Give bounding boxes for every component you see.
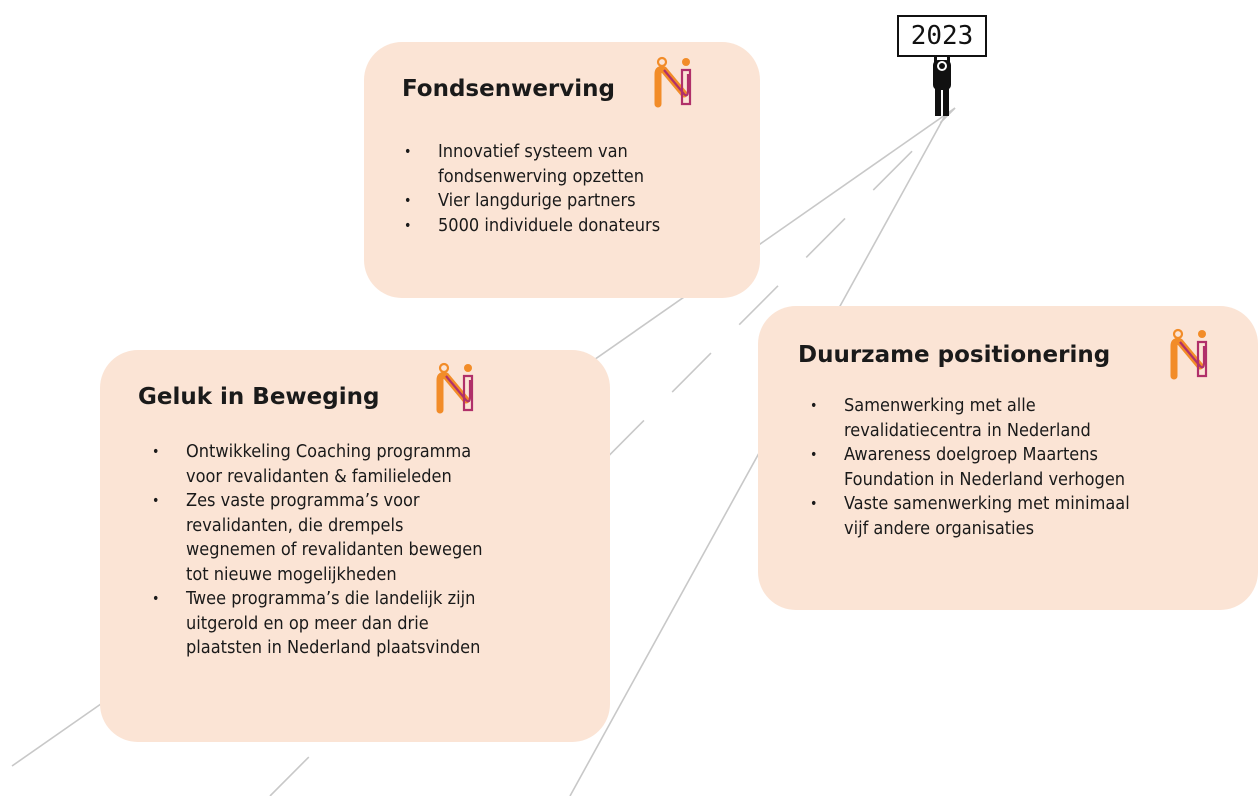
year-sign: 2023 — [897, 15, 987, 57]
logo-m-icon — [1170, 328, 1208, 380]
logo-m-icon — [654, 56, 692, 108]
logo-m-icon — [436, 362, 474, 414]
card-title: Fondsenwerving — [402, 76, 615, 102]
person-holding-sign-icon — [933, 52, 951, 116]
card-title: Duurzame positionering — [798, 342, 1111, 368]
card-geluk-in-beweging: Geluk in Beweging •Ontwikkeling Coaching… — [100, 350, 610, 742]
list-item: •Vier langdurige partners — [404, 190, 636, 211]
card-duurzame-positionering: Duurzame positionering •Samenwerking met… — [758, 306, 1258, 610]
list-item: •5000 individuele donateurs — [404, 214, 661, 236]
card-title: Geluk in Beweging — [138, 384, 380, 410]
road-center-dash — [269, 107, 956, 796]
